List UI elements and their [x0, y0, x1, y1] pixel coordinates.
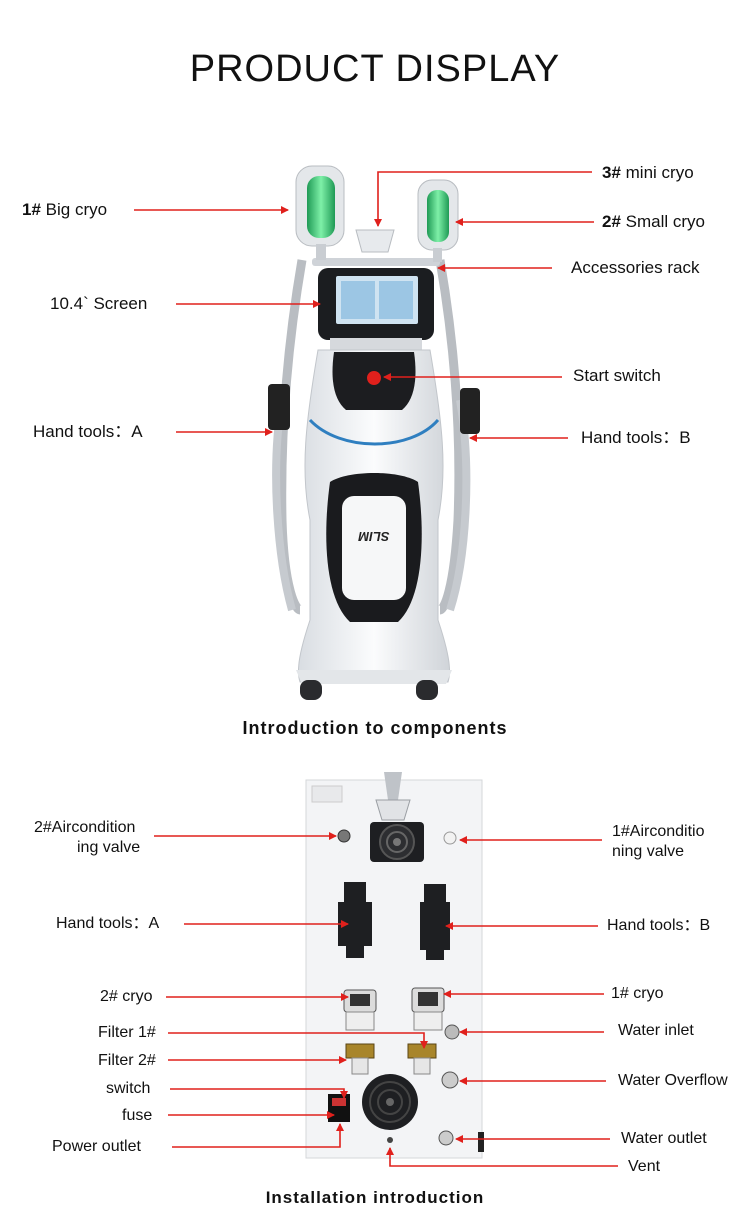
wheel-left — [300, 680, 322, 700]
label-vent: Vent — [628, 1158, 661, 1175]
big-cryo-handle — [295, 165, 345, 260]
water-outlet-fitting — [438, 1130, 454, 1146]
label-mini-cryo: 3# mini cryo — [602, 163, 694, 182]
label-water-overflow: Water Overflow — [618, 1072, 728, 1089]
label-start-switch: Start switch — [573, 366, 661, 385]
label-small-cryo: 2# Small cryo — [602, 212, 705, 231]
logo-plate — [342, 496, 406, 600]
label-big-cryo: 1# Big cryo — [22, 200, 108, 219]
label-water-inlet: Water inlet — [618, 1022, 694, 1039]
bottom-fan — [362, 1074, 418, 1130]
label-screen: 10.4` Screen — [50, 294, 148, 313]
aircon-valve-1 — [443, 831, 457, 845]
label-cryo-1: 1# cryo — [611, 985, 664, 1002]
water-overflow-fitting — [441, 1071, 459, 1089]
installation-section-title: Installation introduction — [265, 1188, 485, 1207]
page-title: PRODUCT DISPLAY — [189, 48, 561, 90]
accessories-rack-bar — [312, 258, 440, 266]
label-hand-tools-b-back: Hand tools：B — [607, 917, 711, 934]
machine-base — [296, 670, 452, 684]
label-hand-tools-a-front: Hand tools：A — [33, 422, 143, 441]
power-switch-red — [332, 1098, 346, 1106]
label-filter-2: Filter 2# — [98, 1052, 156, 1069]
label-fuse: fuse — [122, 1107, 153, 1124]
filter-2 — [345, 1043, 375, 1075]
arrow-switch — [170, 1088, 348, 1099]
arrow-power-outlet — [172, 1123, 344, 1148]
cryo-2-connector — [343, 989, 377, 1031]
label-switch: switch — [106, 1080, 151, 1097]
small-cryo-handle — [417, 179, 459, 262]
label-accessories-rack: Accessories rack — [571, 258, 700, 277]
arrow-vent — [386, 1147, 618, 1167]
vent-hole — [387, 1137, 393, 1143]
label-cryo-2: 2# cryo — [100, 988, 153, 1005]
label-hand-tools-a-back: Hand tools：A — [56, 915, 160, 932]
machine-logo-text: SLIM — [357, 529, 389, 544]
hand-tool-a-holder — [268, 384, 290, 430]
blue-accent-stripe — [308, 418, 440, 446]
wheel-right — [416, 680, 438, 700]
label-filter-1: Filter 1# — [98, 1024, 156, 1041]
hand-tool-b-holder — [460, 388, 480, 434]
label-hand-tools-b-front: Hand tools：B — [581, 428, 691, 447]
label-water-outlet: Water outlet — [621, 1130, 707, 1147]
label-power-outlet: Power outlet — [52, 1138, 141, 1155]
cryo-1-connector — [411, 987, 445, 1031]
mini-cryo-handle — [355, 229, 395, 253]
hose-right — [435, 259, 464, 615]
components-section-title: Introduction to components — [242, 718, 508, 738]
top-fan — [370, 822, 424, 862]
arrow-mini-cryo — [374, 171, 592, 227]
spec-sticker — [311, 785, 343, 803]
start-switch-button — [367, 371, 381, 385]
aircon-valve-2 — [337, 829, 351, 843]
screen-unit — [318, 268, 434, 350]
arrow-filter-1 — [168, 1032, 428, 1049]
